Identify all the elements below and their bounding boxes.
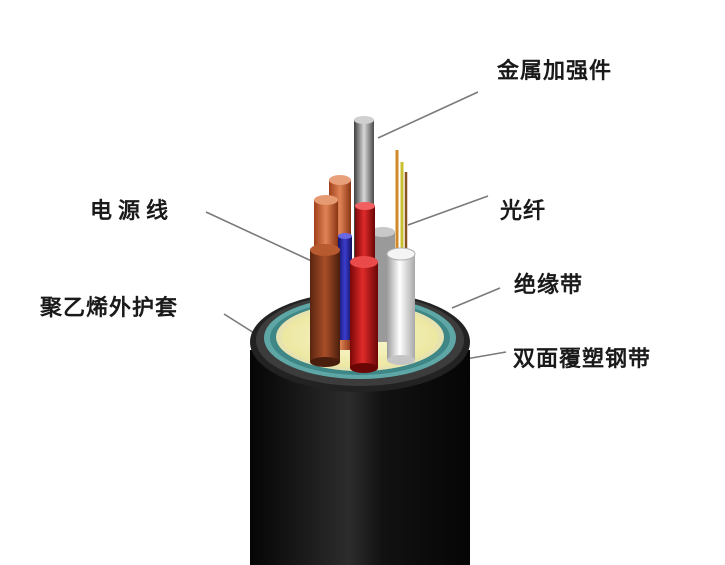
leader-power [205,211,319,265]
blue-wire [338,233,352,340]
optical-fibers [395,150,408,258]
copper-wire-front [310,244,340,367]
label-steel-tape: 双面覆塑钢带 [513,347,652,372]
label-polyethylene-jacket: 聚乙烯外护套 [40,296,179,321]
leader-metal [377,91,479,139]
label-optical-fiber: 光纤 [500,199,547,224]
label-power-wire: 电源线 [90,199,175,224]
label-metal-strength-member: 金属加强件 [497,59,613,84]
red-wire-front [350,256,378,373]
leader-fiber [407,195,489,226]
leader-insulation [451,287,501,309]
white-loose-tube [386,247,416,365]
label-insulation-tape: 绝缘带 [514,273,584,298]
